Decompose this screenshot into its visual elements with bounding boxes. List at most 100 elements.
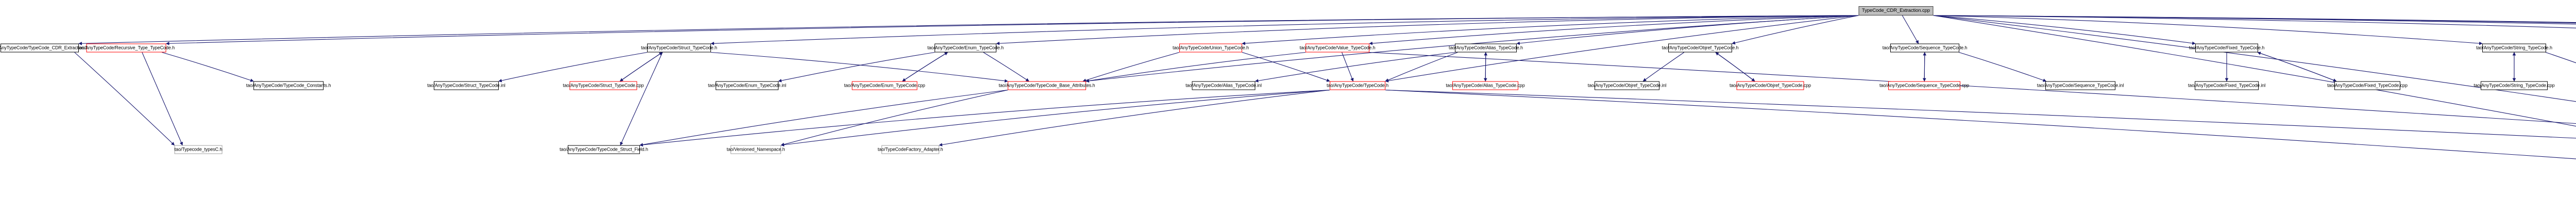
graph-edge <box>639 89 1330 147</box>
graph-edge <box>1933 15 2576 24</box>
graph-edge <box>1242 15 1859 45</box>
graph-node[interactable]: tao/AnyTypeCode/TypeCode_Constants.h <box>246 81 331 90</box>
node-label: tao/AnyTypeCode/Objref_TypeCode.inl <box>1587 83 1667 88</box>
graph-edge <box>781 89 1330 147</box>
graph-node[interactable]: tao/AnyTypeCode/Value_TypeCode.h <box>1300 43 1375 53</box>
graph-node[interactable]: tao/AnyTypeCode/Fixed_TypeCode.inl <box>2188 81 2265 90</box>
node-label: tao/AnyTypeCode/Recursive_Type_TypeCode.… <box>77 45 175 51</box>
node-label: tao/TypeCodeFactory_Adapter.h <box>877 146 943 152</box>
node-label: tao/AnyTypeCode/Alias_TypeCode.h <box>1449 45 1523 51</box>
graph-edge <box>2257 52 2337 82</box>
graph-node[interactable]: tao/Typecode_typesC.h <box>174 145 223 154</box>
graph-edge <box>1385 15 1859 83</box>
graph-edge <box>1959 52 2047 82</box>
graph-edge <box>1082 52 1180 82</box>
graph-node[interactable]: tao/AnyTypeCode/Alias_TypeCode.h <box>1449 43 1523 53</box>
graph-edge <box>1385 89 2576 139</box>
graph-node[interactable]: tao/AnyTypeCode/TypeCode_CDR_Extraction.… <box>0 43 88 53</box>
graph-node[interactable]: tao/AnyTypeCode/Alias_TypeCode.cpp <box>1446 81 1525 90</box>
graph-edge <box>710 15 1859 45</box>
graph-node[interactable]: tao/AnyTypeCode/Objref_TypeCode.h <box>1662 43 1739 53</box>
graph-node[interactable]: tao/AnyTypeCode/Sequence_TypeCode.inl <box>2037 81 2124 90</box>
graph-node[interactable]: tao/AnyTypeCode/Alias_TypeCode.inl <box>1185 81 1262 90</box>
graph-edge <box>1642 52 1685 81</box>
node-label: tao/AnyTypeCode/Enum_TypeCode.cpp <box>844 83 925 88</box>
node-label: tao/AnyTypeCode/Alias_TypeCode.inl <box>1185 83 1262 88</box>
node-label: tao/Typecode_typesC.h <box>174 146 223 152</box>
graph-node[interactable]: tao/AnyTypeCode/TypeCode_Struct_Field.h <box>560 145 648 154</box>
graph-node[interactable]: tao/AnyTypeCode/TypeCode.h <box>1327 81 1388 90</box>
node-label: tao/AnyTypeCode/TypeCode_Constants.h <box>246 83 331 88</box>
graph-node[interactable]: tao/AnyTypeCode/Fixed_TypeCode.cpp <box>2327 81 2408 90</box>
graph-edge <box>902 52 948 81</box>
graph-node[interactable]: tao/AnyTypeCode/String_TypeCode.h <box>2476 43 2552 53</box>
node-label: tao/AnyTypeCode/Enum_TypeCode.inl <box>708 83 786 88</box>
graph-edge <box>620 52 663 146</box>
node-label: TypeCode_CDR_Extraction.cpp <box>1862 8 1930 14</box>
graph-edge <box>996 15 1859 45</box>
node-label: tao/AnyTypeCode/Struct_TypeCode.cpp <box>563 83 644 88</box>
graph-edge <box>1933 15 2483 45</box>
node-label: tao/AnyTypeCode/Sequence_TypeCode.h <box>1882 45 1968 51</box>
graph-node[interactable]: tao/AnyTypeCode/Fixed_TypeCode.h <box>2189 43 2264 53</box>
graph-edge <box>1933 15 2576 102</box>
node-label: tao/AnyTypeCode/TypeCode_CDR_Extraction.… <box>0 45 89 51</box>
graph-edge <box>142 52 183 146</box>
graph-edge <box>78 15 1859 45</box>
node-label: tao/AnyTypeCode/TypeCode_Struct_Field.h <box>560 146 648 152</box>
node-label: tao/AnyTypeCode/String_TypeCode.h <box>2476 45 2552 51</box>
graph-edge <box>1715 52 1755 81</box>
node-label: tao/AnyTypeCode/Objref_TypeCode.h <box>1662 45 1739 51</box>
graph-edge <box>1933 15 2576 25</box>
graph-edge <box>165 15 1859 45</box>
node-label: tao/AnyTypeCode/Sequence_TypeCode.cpp <box>1879 83 1969 88</box>
graph-node[interactable]: tao/AnyTypeCode/Enum_TypeCode.cpp <box>844 81 925 90</box>
graph-edge <box>620 52 663 81</box>
graph-edge <box>1933 15 2196 45</box>
graph-node[interactable]: tao/AnyTypeCode/Objref_TypeCode.cpp <box>1730 81 1811 90</box>
graph-edge <box>1933 15 2576 127</box>
graph-node[interactable]: tao/AnyTypeCode/Struct_TypeCode.inl <box>427 81 505 90</box>
graph-node[interactable]: tao/AnyTypeCode/Recursive_Type_TypeCode.… <box>78 43 175 53</box>
graph-edge <box>498 52 648 83</box>
graph-node[interactable]: tao/AnyTypeCode/String_TypeCode.cpp <box>2473 81 2555 90</box>
graph-node[interactable]: tao/Versioned_Namespace.h <box>726 145 785 154</box>
graph-node[interactable]: tao/AnyTypeCode/Objref_TypeCode.inl <box>1588 81 1666 90</box>
graph-node[interactable]: tao/AnyTypeCode/Enum_TypeCode.inl <box>708 81 786 90</box>
graph-edge <box>639 89 1008 146</box>
graph-edge <box>1385 52 1458 82</box>
graph-node[interactable]: tao/AnyTypeCode/Sequence_TypeCode.h <box>1883 43 1967 53</box>
node-label: tao/AnyTypeCode/Fixed_TypeCode.cpp <box>2327 83 2408 88</box>
graph-node[interactable]: tao/TypeCodeFactory_Adapter.h <box>878 145 943 154</box>
graph-edge <box>1369 52 2576 124</box>
node-label: tao/AnyTypeCode/Union_TypeCode.h <box>1173 45 1249 51</box>
graph-node[interactable]: tao/AnyTypeCode/Union_TypeCode.h <box>1173 43 1249 53</box>
graph-edge <box>778 52 935 83</box>
graph-node[interactable]: tao/AnyTypeCode/TypeCode_Base_Attributes… <box>999 81 1095 90</box>
node-label: tao/AnyTypeCode/Struct_TypeCode.inl <box>427 83 505 88</box>
graph-node[interactable]: tao/AnyTypeCode/Enum_TypeCode.h <box>927 43 1004 53</box>
graph-edge <box>1902 15 1919 44</box>
graph-root-node[interactable]: TypeCode_CDR_Extraction.cpp <box>1858 6 1934 15</box>
node-label: tao/AnyTypeCode/Sequence_TypeCode.inl <box>2037 83 2124 88</box>
node-label: tao/AnyTypeCode/String_TypeCode.cpp <box>2473 83 2555 88</box>
node-label: tao/Versioned_Namespace.h <box>726 146 785 152</box>
graph-edge <box>2545 52 2576 63</box>
graph-edge <box>74 52 175 145</box>
node-label: tao/AnyTypeCode/Struct_TypeCode.h <box>641 45 717 51</box>
graph-edge <box>781 89 1008 146</box>
node-label: tao/AnyTypeCode/Objref_TypeCode.cpp <box>1729 83 1811 88</box>
graph-edge <box>1923 52 1927 81</box>
node-label: tao/AnyTypeCode/Value_TypeCode.h <box>1299 45 1376 51</box>
graph-node[interactable]: tao/AnyTypeCode/Sequence_TypeCode.cpp <box>1879 81 1969 90</box>
node-label: tao/AnyTypeCode/Fixed_TypeCode.inl <box>2188 83 2266 88</box>
graph-edge <box>1732 15 1859 45</box>
graph-node[interactable]: tao/AnyTypeCode/Struct_TypeCode.cpp <box>563 81 644 90</box>
graph-edge <box>1385 89 2576 159</box>
graph-edge <box>1255 52 1455 83</box>
node-label: tao/AnyTypeCode/TypeCode.h <box>1327 83 1388 88</box>
graph-edge <box>1933 15 2576 23</box>
graph-node[interactable]: tao/AnyTypeCode/Struct_TypeCode.h <box>641 43 717 53</box>
